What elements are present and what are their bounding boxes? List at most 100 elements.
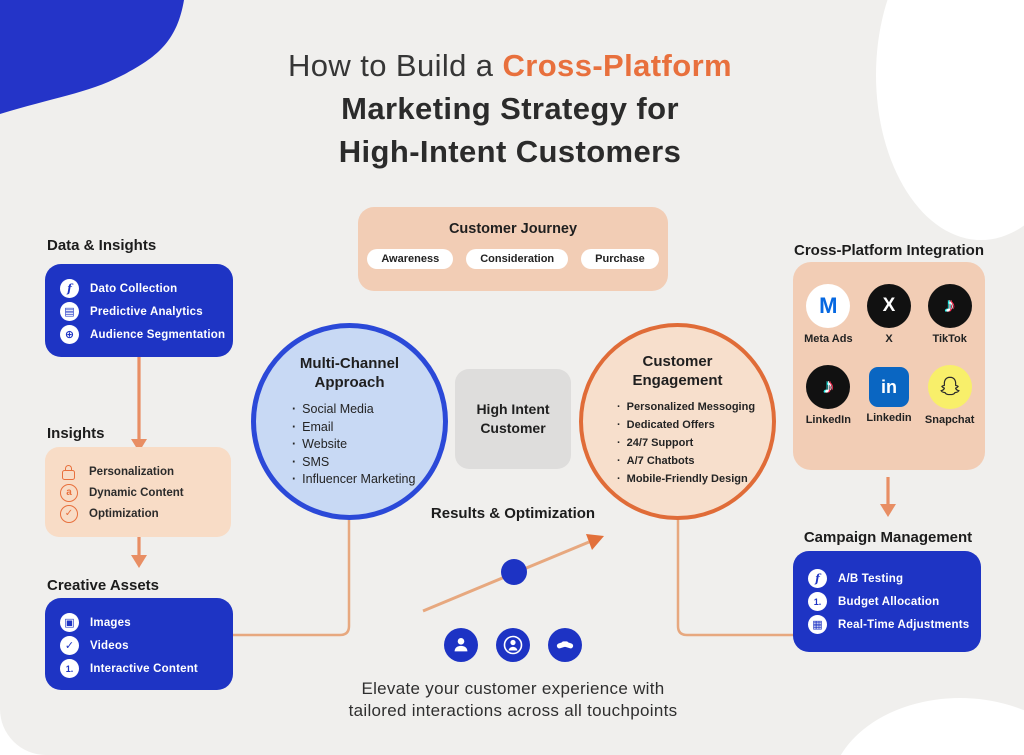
data-insights-panel: f Dato Collection ▤ Predictive Analytics… [45, 264, 233, 357]
real-time-adjustments-icon: ▦ [808, 615, 827, 634]
list-item: ▦ Real-Time Adjustments [808, 613, 981, 636]
customer-engagement-circle: Customer Engagement Personalized Messogi… [579, 323, 776, 520]
multi-channel-title: Multi-Channel Approach [299, 355, 400, 391]
list-item: A/7 Chatbots [617, 452, 772, 470]
list-item: Mobile-Friendly Design [617, 470, 772, 488]
list-item-label: Budget Allocation [838, 595, 940, 608]
platform-tile: Snapchat [920, 365, 979, 426]
cross-platform-panel: M Meta Ads X X ♪ TikTok ♪ LinkedIn in Li… [793, 262, 985, 470]
creative-assets-panel: ▣ Images ✓ Videos 1. Interactive Content [45, 598, 233, 690]
list-item-label: Interactive Content [90, 662, 198, 675]
campaign-management-panel: f A/B Testing 1. Budget Allocation ▦ Rea… [793, 551, 981, 652]
list-item: ✓ Videos [60, 634, 233, 657]
platform-label: LinkedIn [805, 414, 851, 426]
list-item: Social Media [292, 401, 443, 419]
list-item-label: Predictive Analytics [90, 305, 203, 318]
title-prefix: How to Build a [287, 48, 494, 83]
images-icon: ▣ [60, 613, 79, 632]
optimization-check-icon: ✓ [60, 504, 78, 523]
customer-journey-panel: Customer Journey Awareness Consideration… [358, 207, 668, 291]
insights-panel: Personalization a Dynamic Content ✓ Opti… [45, 447, 231, 537]
multi-channel-list: Social Media Email Website SMS Influence… [256, 401, 443, 489]
stage-purchase: Purchase [581, 249, 659, 269]
high-intent-label: High Intent Customer [476, 401, 550, 436]
person-in-circle-icon [496, 628, 530, 662]
list-item: f Dato Collection [60, 277, 233, 300]
list-item: Personalization [60, 461, 231, 482]
list-item-label: Optimization [89, 507, 159, 520]
results-optimization-heading: Results & Optimization [430, 505, 596, 522]
list-item-label: Images [90, 616, 131, 629]
stage-awareness: Awareness [367, 249, 454, 269]
customer-journey-title: Customer Journey [448, 221, 578, 237]
customer-engagement-list: Personalized Messoging Dedicated Offers … [583, 398, 772, 488]
multi-channel-circle: Multi-Channel Approach Social Media Emai… [251, 323, 448, 520]
facebook-icon: f [60, 279, 79, 298]
high-intent-customer-box: High Intent Customer [455, 369, 571, 469]
list-item: Dedicated Offers [617, 416, 772, 434]
meta-ads-icon: M [806, 284, 851, 328]
platform-label: Snapchat [924, 414, 975, 426]
personalization-lock-icon [60, 463, 78, 481]
platform-label: X [885, 333, 893, 345]
creative-assets-heading: Creative Assets [47, 577, 160, 594]
interactive-content-icon: 1. [60, 659, 79, 678]
title-line2: Marketing Strategy for [341, 91, 679, 126]
page-title: How to Build a Cross-Platform Marketing … [210, 44, 810, 173]
tiktok-icon: ♪ [927, 284, 972, 328]
list-item: a Dynamic Content [60, 482, 231, 503]
platform-tile: in Linkedin [860, 365, 919, 426]
videos-check-icon: ✓ [60, 636, 79, 655]
list-item-label: A/B Testing [838, 572, 904, 585]
list-item: f A/B Testing [808, 567, 981, 590]
list-item-label: Dynamic Content [89, 486, 184, 499]
snapchat-ghost-icon [927, 365, 972, 409]
predictive-analytics-icon: ▤ [60, 302, 79, 321]
footer-line1: Elevate your customer experience with [361, 679, 665, 698]
title-highlight: Cross-Platform [502, 48, 733, 83]
tiktok-icon: ♪ [806, 365, 851, 409]
list-item-label: Audience Segmentation [90, 328, 226, 341]
platform-tile: ♪ LinkedIn [799, 365, 858, 426]
dynamic-content-icon: a [60, 483, 78, 502]
campaign-management-heading: Campaign Management [803, 529, 973, 546]
platform-tile: ♪ TikTok [920, 284, 979, 345]
footer-tagline: Elevate your customer experience with ta… [293, 678, 733, 722]
person-icon [444, 628, 478, 662]
list-item: Email [292, 419, 443, 437]
budget-allocation-icon: 1. [808, 592, 827, 611]
footer-icons [444, 628, 582, 662]
list-item: SMS [292, 454, 443, 472]
list-item: 1. Budget Allocation [808, 590, 981, 613]
list-item-label: Real-Time Adjustments [838, 618, 970, 631]
platform-tile: X X [860, 284, 919, 345]
list-item: ✓ Optimization [60, 503, 231, 524]
list-item: Personalized Messoging [617, 398, 772, 416]
platform-label: Meta Ads [804, 333, 853, 345]
handshake-icon [548, 628, 582, 662]
list-item-label: Dato Collection [90, 282, 178, 295]
stage-consideration: Consideration [466, 249, 569, 269]
facebook-icon: f [808, 569, 827, 588]
title-line3: High-Intent Customers [338, 134, 682, 169]
footer-line2: tailored interactions across all touchpo… [348, 701, 678, 720]
list-item: ▣ Images [60, 611, 233, 634]
platform-label: Linkedin [866, 412, 912, 424]
customer-engagement-title: Customer Engagement [632, 353, 723, 389]
list-item: 24/7 Support [617, 434, 772, 452]
data-insights-heading: Data & Insights [47, 237, 157, 254]
insights-heading: Insights [47, 425, 105, 442]
platform-label: TikTok [932, 333, 967, 345]
x-icon: X [866, 284, 911, 328]
list-item-label: Personalization [89, 465, 174, 478]
list-item-label: Videos [90, 639, 129, 652]
platform-tile: M Meta Ads [799, 284, 858, 345]
list-item: ▤ Predictive Analytics [60, 300, 233, 323]
blue-blob-decoration [0, 0, 184, 114]
linkedin-icon: in [868, 367, 909, 407]
list-item: ⊕ Audience Segmentation [60, 323, 233, 346]
journey-stages: Awareness Consideration Purchase [358, 249, 668, 269]
audience-segmentation-icon: ⊕ [60, 325, 79, 344]
list-item: Website [292, 436, 443, 454]
